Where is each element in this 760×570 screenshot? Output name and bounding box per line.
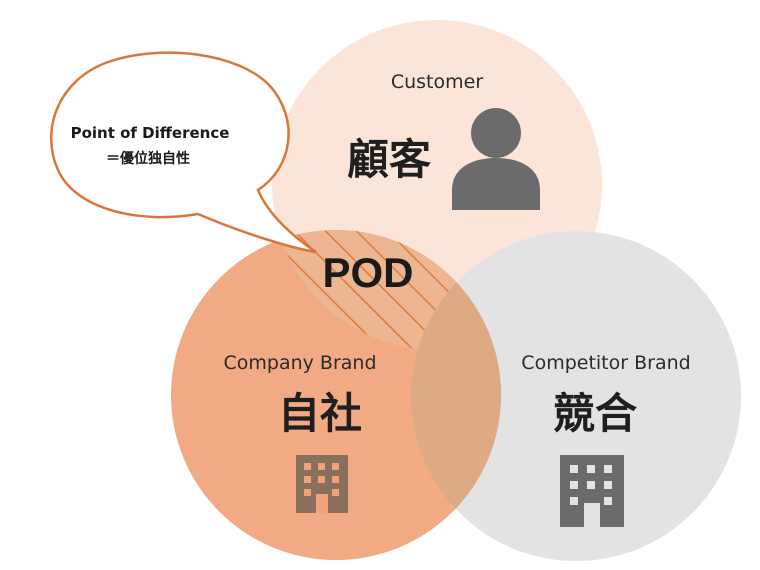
company-label-en: Company Brand xyxy=(223,352,376,374)
person-icon xyxy=(452,108,540,210)
competitor-circle xyxy=(411,231,741,561)
company-label-jp: 自社 xyxy=(278,389,362,438)
competitor-building-icon xyxy=(560,455,624,527)
competitor-label-en: Competitor Brand xyxy=(521,352,690,374)
pod-hatching xyxy=(272,230,501,350)
company-building-icon xyxy=(296,455,348,513)
pod-label: POD xyxy=(322,249,413,296)
callout-bubble xyxy=(49,51,317,254)
competitor-label-jp: 競合 xyxy=(553,389,637,438)
customer-label-jp: 顧客 xyxy=(347,135,431,184)
callout-line1: Point of Difference xyxy=(71,124,230,142)
customer-label-en: Customer xyxy=(391,71,483,93)
callout-line2: ＝優位独自性 xyxy=(106,150,190,167)
